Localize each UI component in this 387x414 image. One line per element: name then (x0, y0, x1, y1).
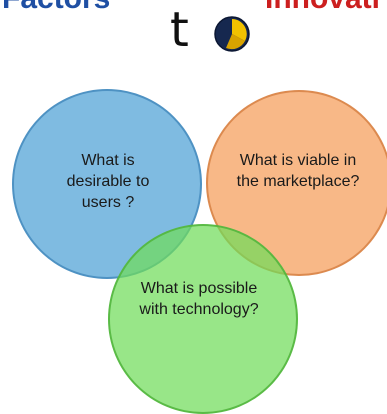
logo-letters: t (170, 2, 189, 58)
header: Factors Innovati t (0, 0, 387, 62)
header-left-word: Factors (2, 0, 110, 16)
label-possible: What is possible with technology? (139, 280, 259, 318)
circle-possible (108, 224, 298, 414)
label-desirable: What is desirable to users ? (66, 152, 150, 211)
label-viable: What is viable in the marketplace? (236, 152, 360, 190)
header-right-word: Innovati (265, 0, 380, 16)
venn-diagram: What is desirable to users ? What is via… (0, 80, 387, 414)
globe-pie-icon (214, 16, 250, 52)
